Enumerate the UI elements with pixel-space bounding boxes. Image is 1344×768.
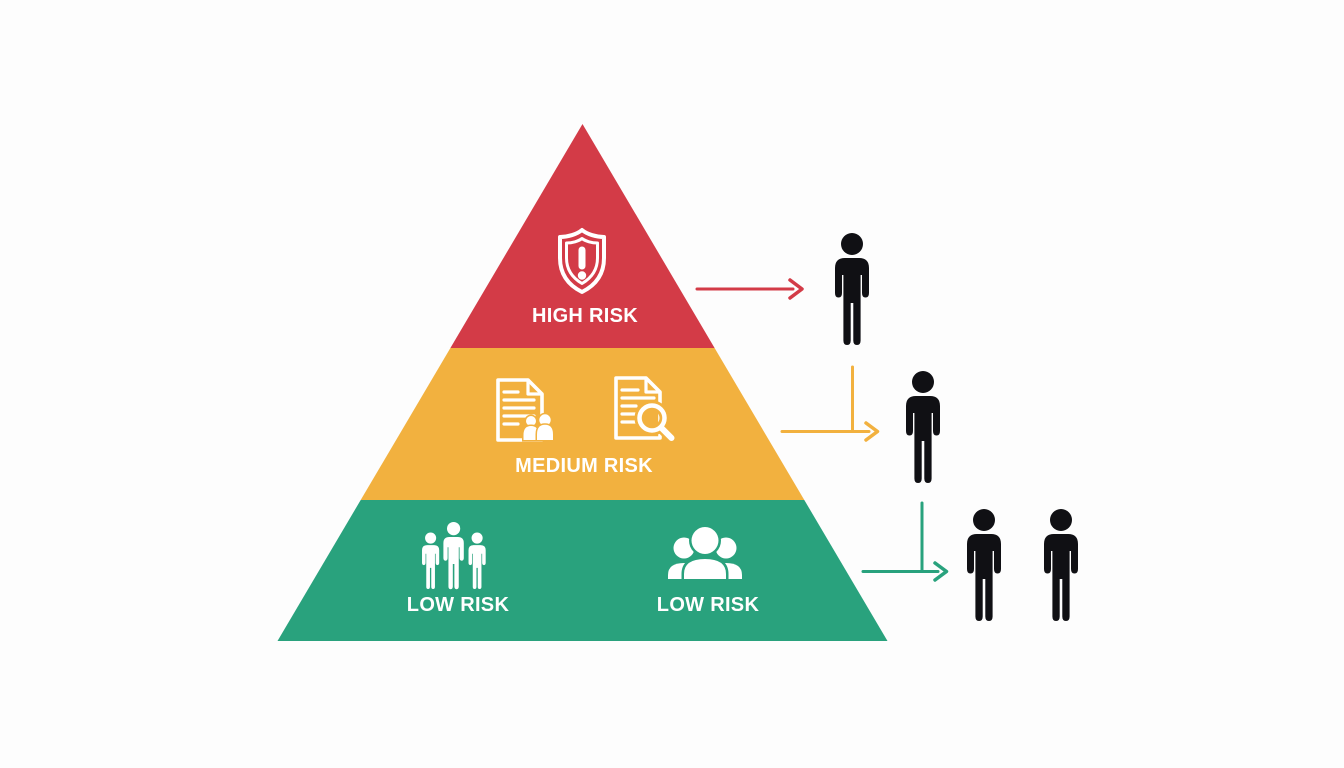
- document-people-icon: [496, 378, 555, 442]
- person-figure-medium-risk: [906, 371, 940, 483]
- low-risk-label-right: LOW RISK: [656, 594, 760, 616]
- medium-risk-label: MEDIUM RISK: [515, 455, 653, 477]
- low-risk-label-left: LOW RISK: [406, 594, 510, 616]
- arrow-medium-risk: [780, 365, 880, 442]
- person-figure-low-risk-1: [967, 509, 1001, 621]
- person-figure-low-risk-2: [1044, 509, 1078, 621]
- pyramid-level-medium: [360, 348, 805, 500]
- pyramid-level-high: [450, 124, 715, 348]
- arrow-low-risk: [861, 501, 949, 582]
- arrow-high-risk: [695, 278, 804, 300]
- document-search-icon: [614, 376, 677, 444]
- high-risk-label: HIGH RISK: [531, 305, 639, 327]
- pyramid-level-low: [277, 500, 888, 641]
- people-group-icon: [668, 524, 742, 582]
- shield-alert-icon: [558, 228, 606, 294]
- person-figure-high-risk: [835, 233, 869, 345]
